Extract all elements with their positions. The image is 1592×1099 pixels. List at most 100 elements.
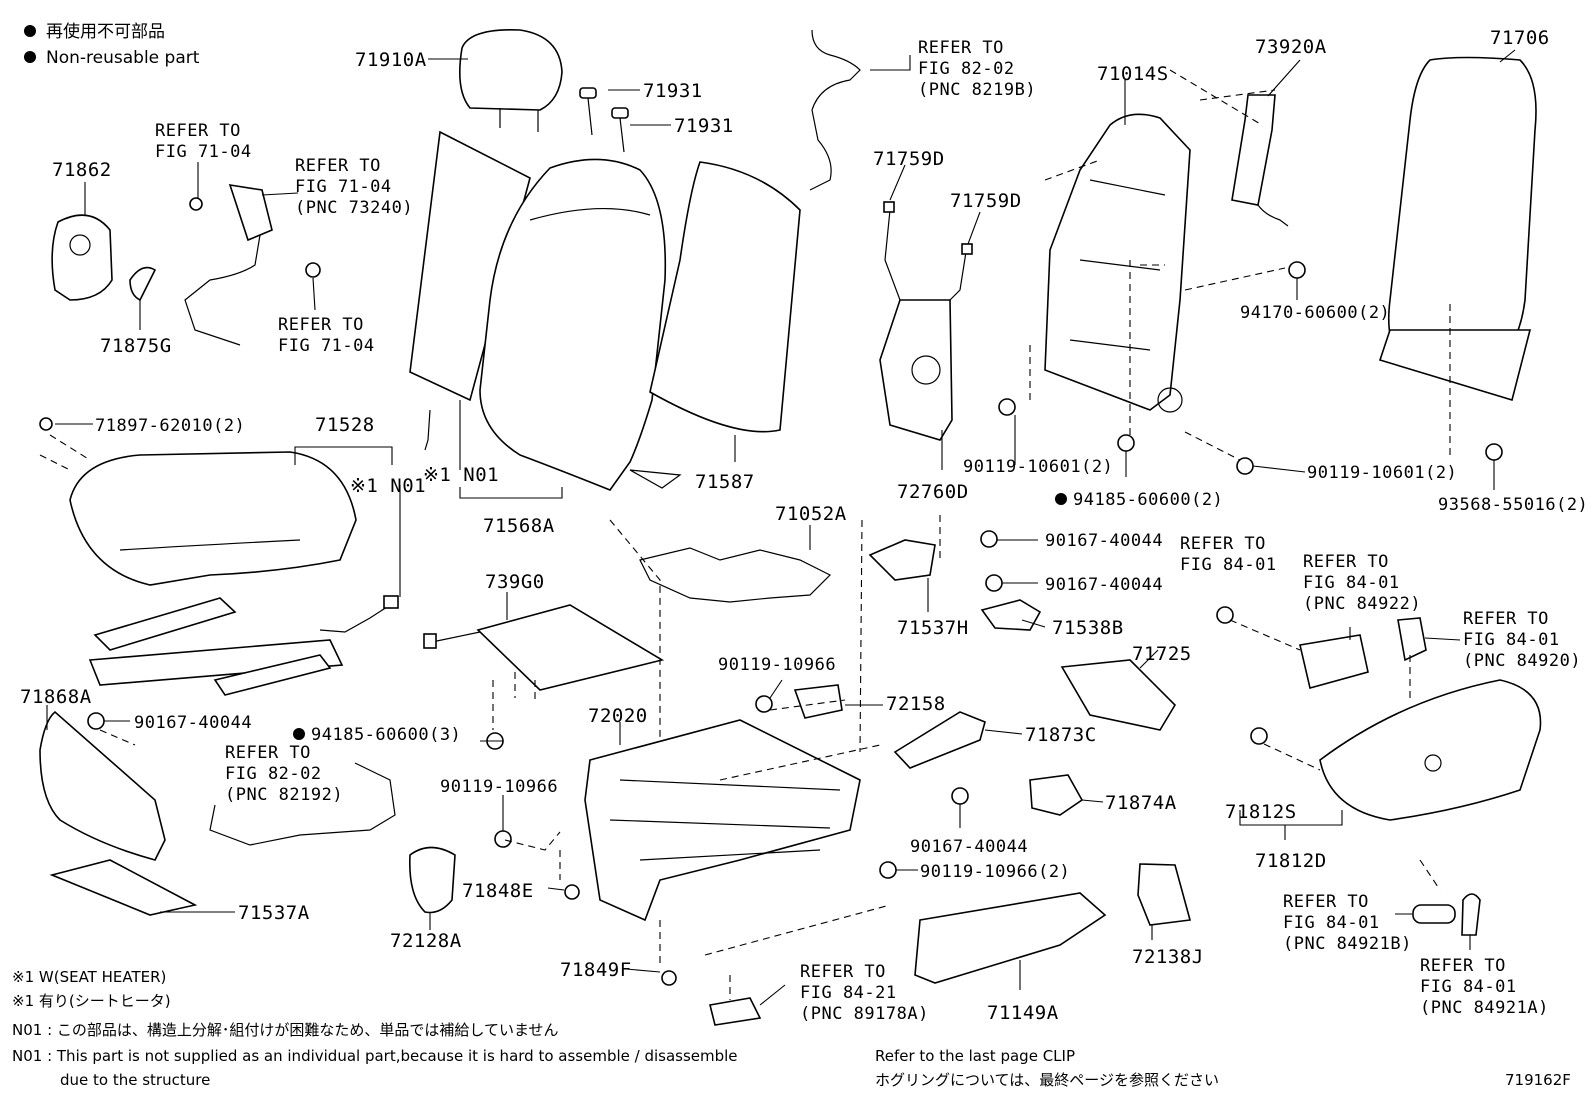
bracket-72158-drawing [793,684,843,719]
label-90119-10601-a: 90119-10601(2) [963,457,1113,477]
refer-84-21-line3: (PNC 89178A) [800,1004,929,1024]
label-90167-40044-b: 90167-40044 [1045,575,1163,595]
refer-71-04-c-line1: REFER TO [278,315,364,335]
label-71538B: 71538B [1052,617,1124,639]
note-n01-jp: N01 : この部品は、構造上分解･組付けが困難なため、単品では補給していません [12,1021,559,1039]
label-90119-10601-b: 90119-10601(2) [1307,463,1457,483]
label-n01-a: ※1 N01 [350,475,426,497]
cap-71875G-drawing [129,266,157,302]
label-72158: 72158 [886,693,946,715]
harness-top-drawing [809,29,861,191]
heater-mat-drawing [423,604,665,691]
label-71568A: 71568A [483,515,555,537]
knob-84921B-drawing [1412,904,1456,924]
refer-82-02-b-line2: FIG 82-02 [225,764,322,784]
label-71759D-b: 71759D [950,190,1022,212]
seat-side-shield-drawing [1319,679,1542,821]
lumbar-support-drawing [879,201,973,441]
label-94185-60600-3: 94185-60600(3) [311,725,461,745]
refer-84-01-c-line3: (PNC 84920) [1463,651,1581,671]
label-71014S: 71014S [1097,63,1169,85]
label-71874A: 71874A [1105,792,1177,814]
refer-82-02-top-line3: (PNC 8219B) [918,80,1036,100]
seat-cushion-drawing [69,451,357,586]
figure-id: 719162F [1505,1071,1571,1089]
refer-71-04-b-line3: (PNC 73240) [295,198,413,218]
refer-84-01-b-line2: FIG 84-01 [1303,573,1400,593]
refer-84-01-c-line2: FIG 84-01 [1463,630,1560,650]
label-71537A: 71537A [238,902,310,924]
seat-adjuster-drawing [584,719,861,922]
refer-84-01-b-line3: (PNC 84922) [1303,594,1421,614]
label-71812D: 71812D [1255,850,1327,872]
non-reusable-dot-icon [24,25,36,37]
label-71537H: 71537H [897,617,969,639]
headrest-drawing [458,29,563,132]
label-71875G: 71875G [100,335,172,357]
label-72760D: 72760D [897,481,969,503]
refer-84-01-d-line1: REFER TO [1283,892,1369,912]
note-seat-heater-en: ※1 W(SEAT HEATER) [12,968,166,986]
refer-84-01-e-line3: (PNC 84921A) [1420,998,1549,1018]
lower-cover-drawing [49,859,198,916]
note-n01-en-cont: due to the structure [60,1071,210,1089]
refer-82-02-top-line1: REFER TO [918,38,1004,58]
label-71868A: 71868A [20,686,92,708]
note-n01-en: N01 : This part is not supplied as an in… [12,1047,738,1065]
refer-84-21-line2: FIG 84-21 [800,983,897,1003]
switch-84922-drawing [1299,634,1369,689]
label-71897-62010: 71897-62010(2) [95,416,245,436]
side-trim-drawing [914,892,1107,984]
refer-84-21-line1: REFER TO [800,962,886,982]
bracket-71873C-drawing [893,711,986,769]
label-739G0: 739G0 [485,571,545,593]
refer-82-02-b-line1: REFER TO [225,743,311,763]
headrest-guide-drawing [579,87,629,153]
refer-84-01-e-line1: REFER TO [1420,956,1506,976]
legend-jp: 再使用不可部品 [46,21,165,42]
label-71725: 71725 [1132,643,1192,665]
seatback-cover-drawing [479,158,667,491]
bracket-71874A-drawing [1029,774,1084,816]
label-73920A: 73920A [1255,36,1327,58]
legend: 再使用不可部品 Non-reusable part [24,21,200,68]
label-71862: 71862 [52,159,112,181]
label-94185-60600-2: 94185-60600(2) [1073,490,1223,510]
label-71052A: 71052A [775,503,847,525]
cover-72138J-drawing [1137,863,1192,926]
refer-84-01-d-line3: (PNC 84921B) [1283,934,1412,954]
label-71931-b: 71931 [674,115,734,137]
switch-84920-drawing [1397,617,1427,662]
note-clip-en: Refer to the last page CLIP [875,1047,1075,1065]
non-reusable-dot-icon [24,51,36,63]
bracket-71537H-drawing [868,539,936,581]
label-71910A: 71910A [355,49,427,71]
label-90119-10966-b: 90119-10966 [440,777,558,797]
part-labels: 71910A 71931 71931 REFER TO FIG 82-02 (P… [20,27,1588,1024]
label-71931-a: 71931 [643,80,703,102]
label-90167-40044-c: 90167-40044 [134,713,252,733]
refer-82-02-b-line3: (PNC 82192) [225,785,343,805]
label-71849F: 71849F [560,959,632,981]
refer-71-04-a-line2: FIG 71-04 [155,142,252,162]
non-reusable-dot-icon [1055,493,1067,505]
shield-71862-drawing [51,214,113,301]
label-90119-10966-a: 90119-10966 [718,655,836,675]
knob-72128A-drawing [408,846,456,914]
seatback-sheet-drawing [409,130,531,402]
refer-71-04-b-line1: REFER TO [295,156,381,176]
connector-89178A-drawing [709,997,762,1026]
note-clip-jp: ホグリングについては、最終ページを参照ください [875,1071,1219,1089]
note-seat-heater-jp: ※1 有り(シートヒータ) [12,992,171,1010]
refer-71-04-b-line2: FIG 71-04 [295,177,392,197]
label-90167-40044-a: 90167-40044 [1045,531,1163,551]
bracket-71538B-drawing [980,599,1042,631]
refer-84-01-e-line2: FIG 84-01 [1420,977,1517,997]
label-71587: 71587 [695,471,755,493]
legend-en: Non-reusable part [46,48,200,68]
label-93568-55016: 93568-55016(2) [1438,495,1588,515]
label-71812S: 71812S [1225,801,1297,823]
cushion-side-cover-drawing [39,710,166,861]
seatback-board-drawing [1378,56,1537,402]
